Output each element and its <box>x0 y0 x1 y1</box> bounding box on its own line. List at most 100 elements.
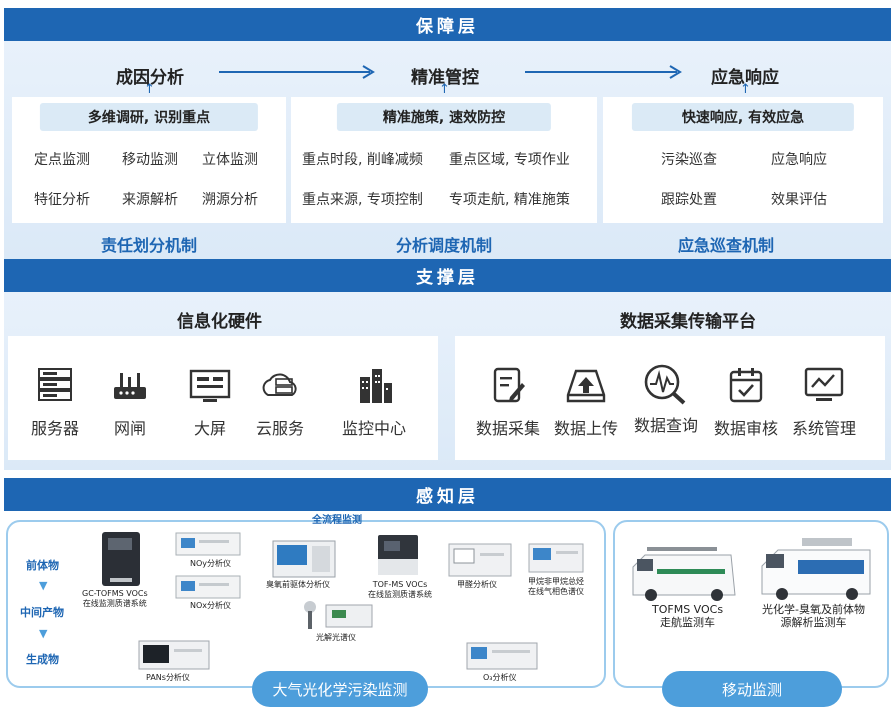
mechanism-patrol: 应急巡查机制 <box>677 236 774 255</box>
platform-label: 数据上传 <box>553 419 618 438</box>
photochemical-vehicle-image <box>761 538 871 600</box>
gc-tofms-instrument-image <box>102 532 140 586</box>
card-item: 特征分析 <box>34 192 90 208</box>
building-icon <box>360 369 392 403</box>
ozone-precursor-instrument-image <box>272 540 336 578</box>
mechanism-scheduling: 分析调度机制 <box>395 236 492 255</box>
guarantee-layer-header: 保障层 <box>4 8 891 41</box>
hardware-server: 服务器 <box>15 365 95 439</box>
stage-emergency-response: 应急响应 <box>711 68 779 88</box>
platform-query: 数据查询 <box>626 362 706 436</box>
hardware-label: 大屏 <box>193 419 226 438</box>
screen-icon <box>189 369 231 402</box>
card-research: 多维调研, 识别重点 定点监测 移动监测 立体监测 特征分析 来源解析 溯源分析 <box>12 97 286 223</box>
photochemical-vehicle-label: 光化学-臭氧及前体物 源解析监测车 <box>762 603 865 629</box>
photolysis-instrument-image <box>304 601 373 629</box>
platform-label: 数据审核 <box>713 419 778 438</box>
down-arrow-icon: ▼ <box>39 579 48 592</box>
stage-precise-control: 精准管控 <box>411 68 479 88</box>
hardware-label: 云服务 <box>255 419 304 438</box>
noy-label: NOy分析仪 <box>190 559 232 568</box>
tofms-vehicle-image <box>632 547 736 601</box>
up-arrow-icon: ↑ <box>740 82 751 97</box>
stage-flow-arrows <box>219 65 682 79</box>
platform-collect: 数据采集 <box>468 365 548 439</box>
gc-tofms-line1: GC-TOFMS VOCs <box>82 589 148 598</box>
card-precise-policy: 精准施策, 速效防控 重点时段, 削峰减频 重点区域, 专项作业 重点来源, 专… <box>291 97 597 223</box>
card-item: 定点监测 <box>34 152 90 168</box>
hardware-monitor-center: 监控中心 <box>334 365 414 439</box>
platform-manage: 系统管理 <box>784 365 864 439</box>
router-icon <box>114 373 146 399</box>
platform-review: 数据审核 <box>706 365 786 439</box>
hardware-label: 服务器 <box>30 419 79 438</box>
pan-label: PANs分析仪 <box>146 673 190 682</box>
upload-icon <box>566 369 606 403</box>
stage-cause-analysis: 成因分析 <box>116 68 184 88</box>
hardware-title: 信息化硬件 <box>177 312 262 332</box>
card-item: 重点区域, 专项作业 <box>449 152 570 168</box>
tof-ms-instrument-image <box>378 535 418 575</box>
tofms-vehicle-line1: TOFMS VOCs <box>652 603 724 616</box>
photolysis-label: 光解光谱仪 <box>316 633 356 642</box>
card-item: 溯源分析 <box>202 192 258 208</box>
atmospheric-monitoring-label: 大气光化学污染监测 <box>252 671 428 707</box>
methane-label: 甲烷非甲烷总烃 在线气相色谱仪 <box>528 577 584 597</box>
calendar-check-icon <box>729 368 763 403</box>
card-item: 来源解析 <box>122 192 178 208</box>
methane-line1: 甲烷非甲烷总烃 <box>528 577 584 586</box>
mobile-monitoring-label: 移动监测 <box>662 671 842 707</box>
hardware-cloud: 云服务 <box>240 365 320 439</box>
pan-instrument-image <box>138 640 210 670</box>
card-head: 精准施策, 速效防控 <box>336 103 552 131</box>
perception-layer-header: 感知层 <box>4 478 891 511</box>
cloud-icon <box>262 373 297 396</box>
tof-ms-line2: 在线监测质谱系统 <box>368 590 432 599</box>
gc-tofms-line2: 在线监测质谱系统 <box>82 599 147 608</box>
formaldehyde-label: 甲醛分析仪 <box>457 580 497 589</box>
up-arrow-icon: ↑ <box>144 82 155 97</box>
monitor-chart-icon <box>804 367 844 401</box>
flow-stage-intermediate: 中间产物 <box>20 606 64 619</box>
platform-panel <box>455 336 885 460</box>
down-arrow-icon: ▼ <box>39 627 48 640</box>
flow-stage-precursor: 前体物 <box>26 559 59 572</box>
ozone-precursor-label: 臭氧前驱体分析仪 <box>266 580 330 589</box>
mechanism-responsibility: 责任划分机制 <box>100 236 197 255</box>
edit-doc-icon <box>493 367 525 403</box>
card-item: 重点时段, 削峰减频 <box>302 152 423 168</box>
o3-instrument-image <box>466 642 538 670</box>
methane-line2: 在线气相色谱仪 <box>528 587 584 596</box>
card-item: 跟踪处置 <box>661 192 717 208</box>
card-item: 污染巡查 <box>661 152 717 168</box>
hardware-router: 网闸 <box>90 365 170 439</box>
gc-tofms-label: GC-TOFMS VOCs 在线监测质谱系统 <box>82 589 148 609</box>
o3-label: O₃分析仪 <box>483 673 517 682</box>
formaldehyde-instrument-image <box>448 543 512 577</box>
hardware-screen: 大屏 <box>170 365 250 439</box>
nox-label: NOx分析仪 <box>190 601 232 610</box>
card-item: 重点来源, 专项控制 <box>302 192 423 208</box>
card-item: 应急响应 <box>771 152 827 168</box>
support-layer-header: 支撑层 <box>4 259 891 292</box>
photochemical-vehicle-line2: 源解析监测车 <box>780 616 847 629</box>
search-icon <box>644 364 686 405</box>
card-item: 效果评估 <box>771 192 827 208</box>
platform-label: 系统管理 <box>791 419 856 438</box>
tof-ms-label: TOF-MS VOCs 在线监测质谱系统 <box>368 580 432 600</box>
hardware-label: 网闸 <box>113 419 146 438</box>
card-fast-response: 快速响应, 有效应急 污染巡查 应急响应 跟踪处置 效果评估 <box>603 97 883 223</box>
card-head: 快速响应, 有效应急 <box>631 103 855 131</box>
card-head: 多维调研, 识别重点 <box>39 103 259 131</box>
platform-title: 数据采集传输平台 <box>620 312 756 332</box>
card-item: 立体监测 <box>202 152 258 168</box>
process-label: 全流程监测 <box>312 515 362 526</box>
platform-label: 数据查询 <box>633 416 698 435</box>
flow-stage-product: 生成物 <box>26 653 59 666</box>
card-item: 移动监测 <box>122 152 178 168</box>
hardware-label: 监控中心 <box>341 419 406 438</box>
tofms-vehicle-label: TOFMS VOCs 走航监测车 <box>652 603 723 629</box>
up-arrow-icon: ↑ <box>439 82 450 97</box>
methane-instrument-image <box>528 543 584 573</box>
server-icon <box>38 368 72 401</box>
